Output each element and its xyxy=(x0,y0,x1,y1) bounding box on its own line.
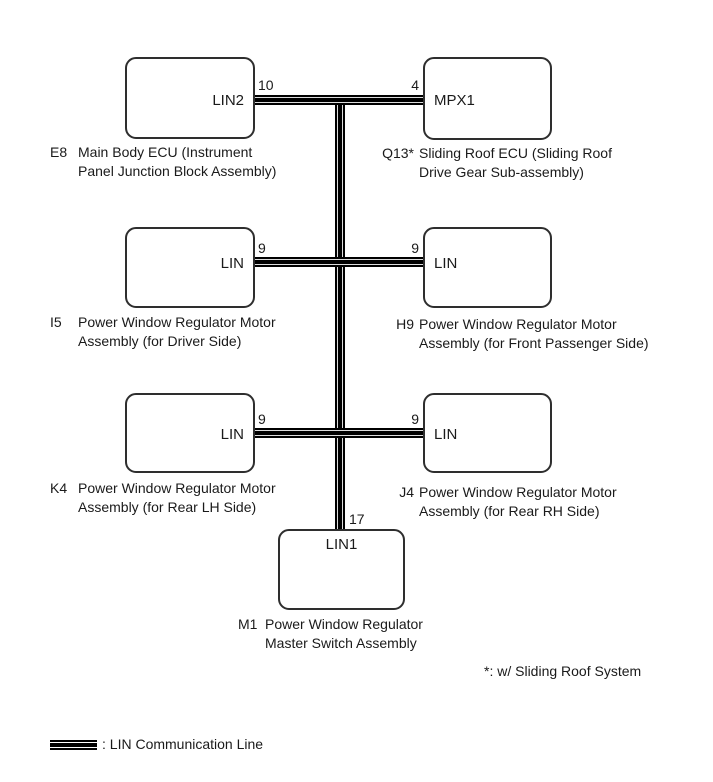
component-code-m1: M1 xyxy=(238,616,258,632)
connector-label-lin2: LIN2 xyxy=(212,92,244,109)
pin-number-m1: 17 xyxy=(349,511,365,527)
component-caption-m1: M1 Power Window Regulator Master Switch … xyxy=(238,615,423,653)
component-name-line: Assembly (for Driver Side) xyxy=(78,333,242,349)
lin-branch-line-row2 xyxy=(255,257,423,267)
component-name-line: Assembly (for Front Passenger Side) xyxy=(419,335,649,351)
component-code-q13: Q13* xyxy=(382,145,414,161)
component-name-line: Drive Gear Sub-assembly) xyxy=(419,164,584,180)
legend-lin-line-swatch xyxy=(50,740,97,750)
connector-label-lin-j4: LIN xyxy=(434,426,458,443)
connector-label-mpx1: MPX1 xyxy=(434,92,475,109)
lin-branch-line-row3 xyxy=(255,428,423,438)
component-code-j4: J4 xyxy=(399,484,414,500)
pin-number-e8: 10 xyxy=(258,77,274,93)
component-name-line: Power Window Regulator xyxy=(265,616,423,632)
component-name-line: Power Window Regulator Motor xyxy=(419,484,617,500)
component-name-line: Power Window Regulator Motor xyxy=(78,480,276,496)
component-name-line: Power Window Regulator Motor xyxy=(78,314,276,330)
motor-box-h9: LIN xyxy=(423,227,552,308)
pin-number-h9: 9 xyxy=(411,240,419,256)
component-name-line: Power Window Regulator Motor xyxy=(419,316,617,332)
footnote-sliding-roof: *: w/ Sliding Roof System xyxy=(484,663,642,679)
component-code-k4: K4 xyxy=(50,480,68,496)
pin-number-j4: 9 xyxy=(411,411,419,427)
component-caption-j4: J4 Power Window Regulator Motor Assembly… xyxy=(375,483,617,521)
legend-label: : LIN Communication Line xyxy=(102,736,264,752)
pin-number-k4: 9 xyxy=(258,411,266,427)
component-code-i5: I5 xyxy=(50,314,62,330)
component-caption-k4: K4 Power Window Regulator Motor Assembly… xyxy=(50,479,276,517)
component-caption-i5: I5 Power Window Regulator Motor Assembly… xyxy=(50,313,276,351)
component-name-line: Sliding Roof ECU (Sliding Roof xyxy=(419,145,612,161)
component-name-line: Master Switch Assembly xyxy=(265,635,417,651)
component-code-h9: H9 xyxy=(396,316,414,332)
pin-number-i5: 9 xyxy=(258,240,266,256)
connector-label-lin-h9: LIN xyxy=(434,255,458,272)
component-name-line: Assembly (for Rear RH Side) xyxy=(419,503,600,519)
motor-box-k4: LIN xyxy=(125,393,255,473)
component-name-line: Main Body ECU (Instrument xyxy=(78,144,253,160)
component-code-e8: E8 xyxy=(50,144,68,160)
connector-label-lin-i5: LIN xyxy=(220,255,244,272)
ecu-box-q13: MPX1 xyxy=(423,57,552,140)
connector-label-lin1: LIN1 xyxy=(325,536,358,553)
lin-trunk-line xyxy=(335,95,345,529)
component-caption-e8: E8 Main Body ECU (Instrument Panel Junct… xyxy=(50,143,276,181)
motor-box-j4: LIN xyxy=(423,393,552,473)
motor-box-i5: LIN xyxy=(125,227,255,308)
component-caption-h9: H9 Power Window Regulator Motor Assembly… xyxy=(375,315,649,353)
ecu-box-e8: LIN2 xyxy=(125,57,255,139)
master-switch-box-m1: LIN1 xyxy=(278,529,405,610)
component-name-line: Panel Junction Block Assembly) xyxy=(78,163,277,179)
component-caption-q13: Q13* Sliding Roof ECU (Sliding Roof Driv… xyxy=(375,144,612,182)
component-name-line: Assembly (for Rear LH Side) xyxy=(78,499,257,515)
pin-number-q13: 4 xyxy=(411,77,419,93)
connector-label-lin-k4: LIN xyxy=(220,426,244,443)
lin-branch-line-row1 xyxy=(255,95,423,105)
